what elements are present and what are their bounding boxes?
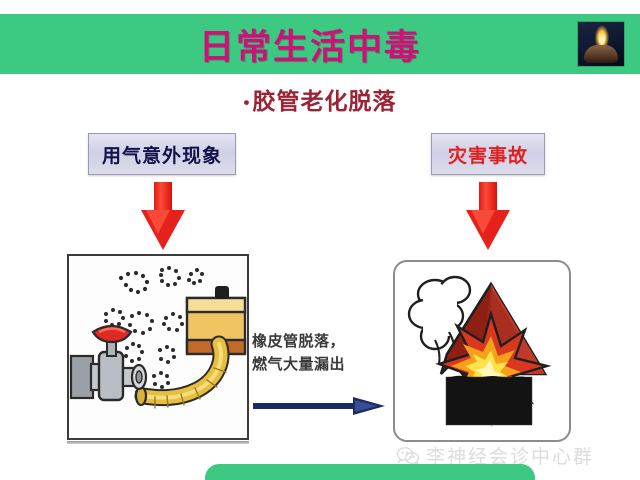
wechat-icon xyxy=(396,446,420,466)
hands-shape xyxy=(584,45,618,63)
smoke-wisp xyxy=(434,339,441,365)
blue-arrow-head-highlight xyxy=(355,400,377,412)
arrow-shaft xyxy=(479,182,497,212)
middle-caption: 橡皮管脱落， 燃气大量漏出 xyxy=(252,330,392,377)
smoke-cloud-fill xyxy=(412,280,467,346)
gas-appliance xyxy=(185,286,247,356)
label-box-disaster-accident: 灾害事故 xyxy=(431,133,545,175)
red-down-arrow-right xyxy=(466,182,510,250)
building-base xyxy=(445,375,533,426)
bullet-icon: • xyxy=(243,92,251,112)
candle-flame-shape xyxy=(599,31,605,45)
label-box-right-text: 灾害事故 xyxy=(447,145,528,167)
blue-arrow-shaft xyxy=(253,403,357,409)
arrow-shaft xyxy=(154,182,172,212)
gas-valve xyxy=(69,324,148,402)
label-box-gas-accident-phenomenon: 用气意外现象 xyxy=(88,133,236,175)
arrow-head-highlight xyxy=(471,210,495,234)
gas-leak-svg xyxy=(69,266,247,409)
rubber-hose xyxy=(134,335,230,409)
explosion-svg xyxy=(407,275,552,427)
middle-caption-line1: 橡皮管脱落， xyxy=(252,333,346,350)
middle-caption-line2: 燃气大量漏出 xyxy=(252,356,346,374)
subtitle: •胶管老化脱落 xyxy=(0,82,640,116)
subtitle-text: 胶管老化脱落 xyxy=(252,88,397,114)
watermark-text: 李神经会诊中心群 xyxy=(426,447,595,468)
watermark: 李神经会诊中心群 xyxy=(396,442,594,469)
red-down-arrow-left xyxy=(141,182,185,250)
page-title: 日常生活中毒 xyxy=(198,27,421,67)
house-explosion-fire-illustration xyxy=(393,260,571,442)
left-panel-shadow xyxy=(67,441,249,444)
gas-valve-detached-hose-leak-illustration xyxy=(67,254,249,440)
blue-right-arrow xyxy=(253,397,385,415)
footer-green-shape xyxy=(205,464,535,480)
arrow-head-highlight xyxy=(146,210,170,234)
label-box-left-text: 用气意外现象 xyxy=(101,145,222,167)
candle-in-hands-photo xyxy=(577,21,625,67)
escaping-gas-dots xyxy=(104,266,204,406)
title-banner xyxy=(0,14,640,74)
